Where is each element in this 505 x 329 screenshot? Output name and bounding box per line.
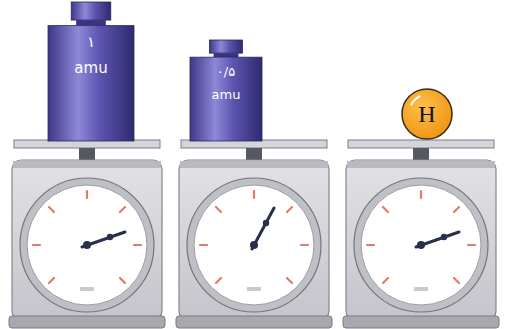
mass-label: ۱ amu: [74, 29, 107, 81]
mass-weight: ۰/۵ amu: [190, 40, 262, 141]
needle-dot: [441, 234, 447, 240]
atom-sphere: H: [401, 88, 453, 140]
mass-label: ۰/۵ amu: [212, 60, 241, 106]
scale: [176, 140, 332, 328]
text-wrap: H: [401, 99, 453, 129]
text-wrap: ۱ amu: [48, 29, 134, 81]
weight-knob: [209, 40, 242, 53]
weight-body: [48, 26, 134, 141]
needles: [82, 208, 459, 249]
element-symbol: H: [418, 99, 435, 129]
weight-body: [190, 57, 262, 141]
weight-knob: [71, 2, 111, 20]
weight-neck: [214, 53, 239, 57]
text-wrap: ۰/۵ amu: [190, 60, 262, 106]
needle-hub: [417, 241, 425, 249]
needle-dot: [107, 234, 113, 240]
needle-dot: [263, 220, 269, 226]
needle-hub: [83, 241, 91, 249]
scale: [9, 140, 165, 328]
weight-neck: [76, 20, 106, 26]
needle-hubs: [83, 220, 447, 249]
needle-hub: [250, 241, 258, 249]
mass-weight: ۱ amu: [48, 2, 134, 141]
scale: [343, 140, 499, 328]
sphere-body: [402, 89, 452, 139]
